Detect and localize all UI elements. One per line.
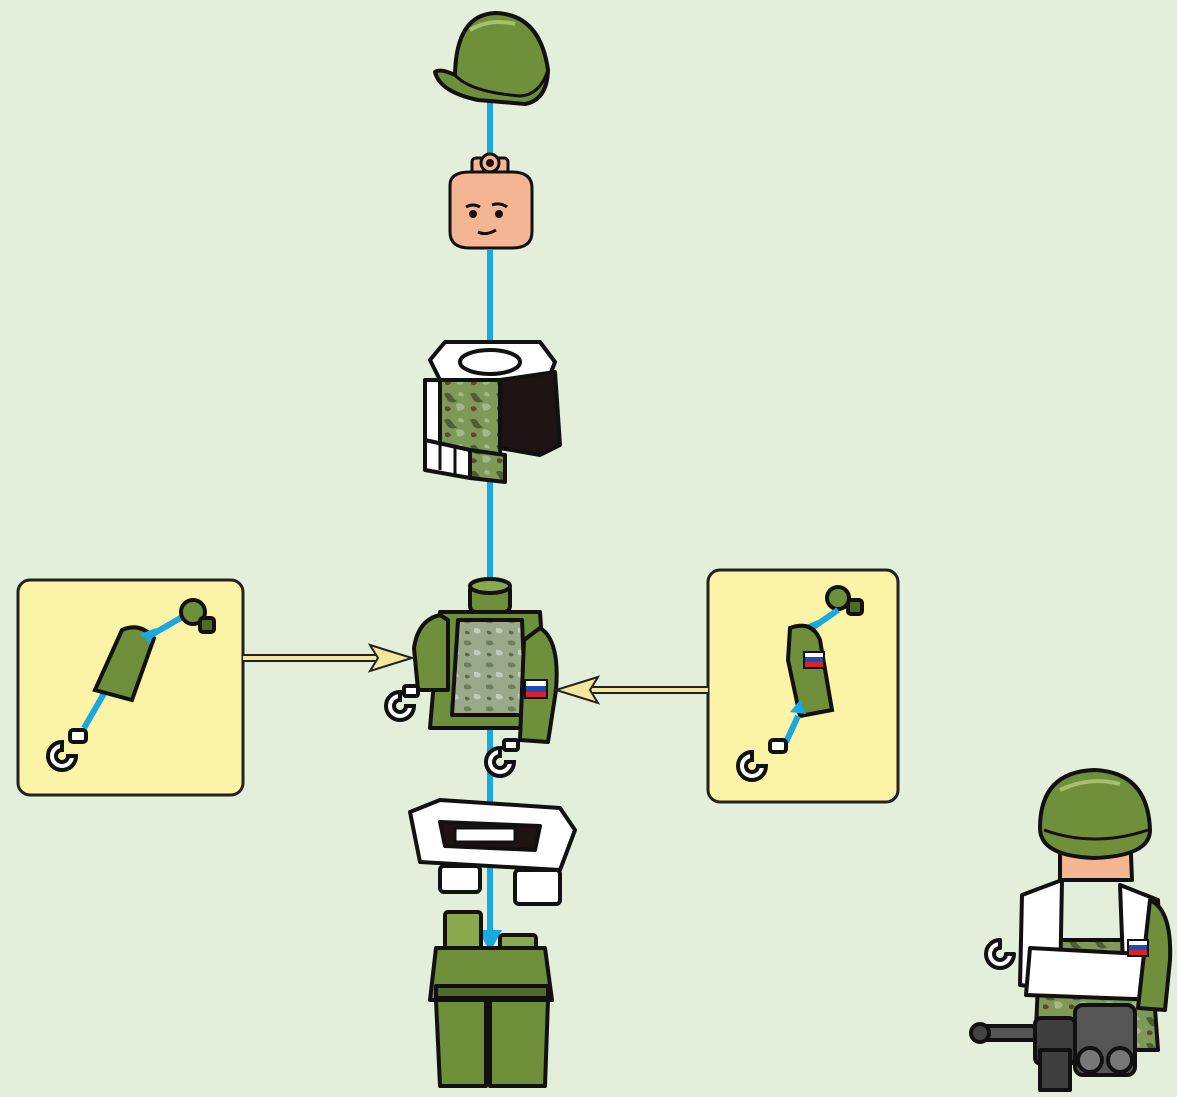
vest-part bbox=[423, 340, 562, 484]
right-arm-callout bbox=[706, 568, 900, 804]
assembled-soldier bbox=[969, 768, 1173, 1092]
head-part bbox=[448, 152, 534, 250]
callout-right-shoulder-joint bbox=[825, 585, 864, 616]
russia-flag-icon bbox=[1127, 939, 1149, 957]
russia-flag-icon bbox=[803, 651, 825, 669]
left-arm-callout bbox=[16, 578, 245, 797]
hand-left-part bbox=[384, 684, 420, 722]
belt-part bbox=[408, 798, 577, 906]
russia-flag-icon bbox=[524, 679, 548, 699]
callout-arrow-right bbox=[552, 675, 708, 705]
callout-left-shoulder-joint bbox=[179, 598, 216, 634]
weapon-icon bbox=[969, 1003, 1137, 1092]
callout-right-hand bbox=[736, 738, 788, 782]
legs-part bbox=[428, 910, 554, 1088]
callout-arrow-left bbox=[243, 643, 416, 673]
arm-right-part bbox=[518, 626, 559, 744]
torso-part bbox=[428, 577, 550, 730]
helmet-part bbox=[433, 11, 550, 106]
arm-left-part bbox=[412, 613, 450, 692]
hand-right-part bbox=[484, 738, 520, 778]
callout-left-hand bbox=[46, 728, 88, 772]
